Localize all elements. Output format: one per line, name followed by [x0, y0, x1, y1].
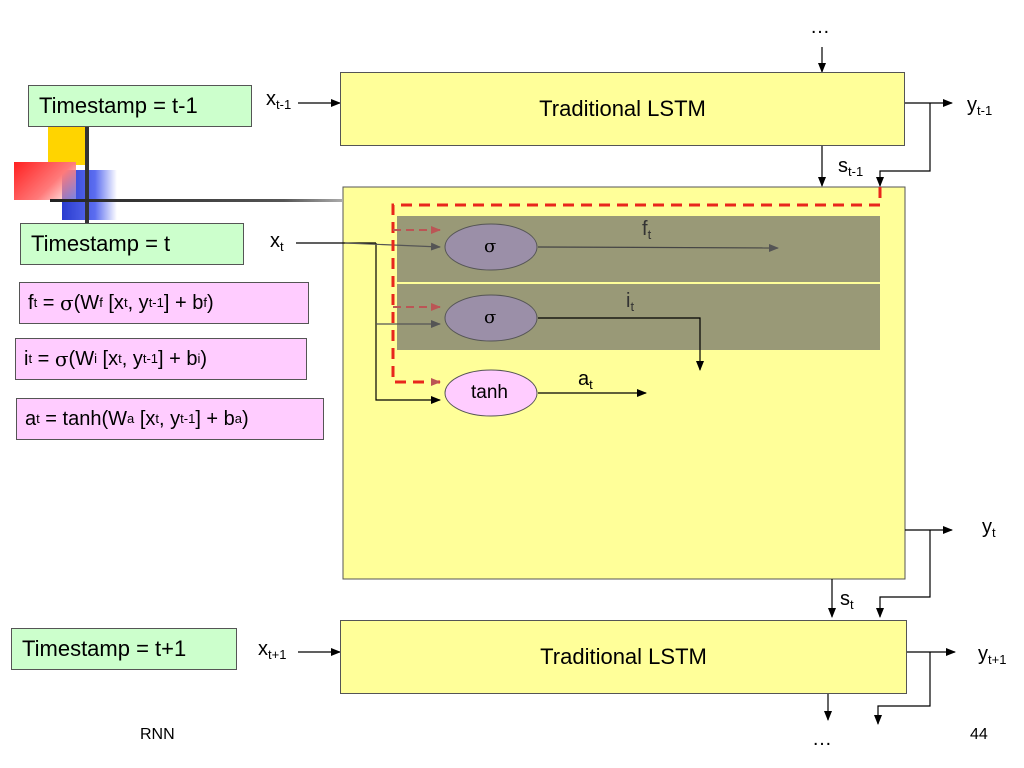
eq-f-args-b: , y: [127, 291, 149, 314]
lstm-cell-prev: Traditional LSTM: [340, 72, 905, 146]
logo-red-square: [14, 162, 76, 200]
eq-i-fn: σ: [54, 347, 69, 371]
logo-vertical-bar: [85, 127, 89, 225]
eq-f-eq: =: [37, 291, 60, 314]
timestamp-next-text: Timestamp = t+1: [22, 636, 187, 661]
eq-a-close: ): [242, 407, 249, 430]
s-prev-base: s: [838, 155, 848, 177]
eq-f-close: ): [206, 291, 214, 314]
output-y-current: yt: [982, 516, 996, 539]
x-prev-base: x: [266, 88, 276, 110]
f-base: f: [642, 218, 648, 240]
x-curr-sub: t: [280, 239, 284, 254]
lstm-next-label: Traditional LSTM: [540, 644, 707, 669]
input-x-prev: xt-1: [266, 88, 291, 111]
x-next-base: x: [258, 638, 268, 660]
s-curr-base: s: [840, 588, 850, 610]
timestamp-current-text: Timestamp = t: [31, 231, 171, 256]
timestamp-current: Timestamp = t: [20, 223, 244, 265]
i-sub: t: [630, 299, 635, 314]
y-curr-sub: t: [992, 525, 996, 540]
s-prev-sub: t-1: [848, 164, 864, 179]
eq-f-open: (W: [73, 291, 100, 314]
s-curr-sub: t: [850, 597, 854, 612]
y-next-sub: t+1: [988, 652, 1007, 667]
eq-f-args-c: ] + b: [163, 291, 204, 314]
footer-left-label: RNN: [140, 726, 175, 743]
eq-a-fn: tanh: [62, 407, 102, 430]
lstm-prev-label: Traditional LSTM: [539, 96, 706, 121]
tanh-ellipse: [444, 369, 538, 417]
timestamp-next: Timestamp = t+1: [11, 628, 237, 670]
y-prev-sub: t-1: [977, 103, 993, 118]
logo-horizontal-rule: [50, 199, 342, 202]
eq-a-eq: =: [39, 407, 63, 430]
x-curr-base: x: [270, 230, 280, 252]
eq-i-args-b: , y: [121, 347, 143, 370]
tanh-gate-label: tanh: [471, 382, 508, 403]
eq-i-open: (W: [68, 347, 95, 370]
forget-gate-ellipse: [444, 223, 538, 271]
eq-i-eq: =: [32, 347, 55, 370]
output-y-prev: yt-1: [967, 94, 992, 117]
eq-f-args-a: [x: [102, 291, 124, 314]
eq-a-args-c: ] + b: [195, 407, 235, 430]
eq-a-args-a: [x: [134, 407, 156, 430]
bottom-ellipsis: …: [812, 728, 832, 750]
y-curr-base: y: [982, 516, 992, 538]
a-sub: t: [589, 377, 593, 392]
input-x-current: xt: [270, 230, 284, 253]
gate-label-a: at: [578, 368, 593, 391]
lstm-cell-next: Traditional LSTM: [340, 620, 907, 694]
gate-label-i: it: [626, 290, 634, 313]
input-gate-sigma: σ: [484, 307, 497, 328]
f-sub: t: [647, 227, 652, 242]
eq-i-args-a: [x: [96, 347, 119, 370]
input-x-next: xt+1: [258, 638, 286, 661]
y-prev-base: y: [967, 94, 977, 116]
eq-f-fn: σ: [59, 291, 74, 315]
state-s-prev: st-1: [838, 155, 863, 178]
eq-a-open: (W: [101, 407, 128, 430]
input-gate-ellipse: [444, 294, 538, 342]
eq-i-close: ): [200, 347, 208, 370]
state-s-current: st: [840, 588, 854, 611]
timestamp-prev: Timestamp = t-1: [28, 85, 252, 127]
eq-i-args-c: ] + b: [158, 347, 198, 370]
logo-yellow-square: [48, 127, 86, 165]
eq-a-lhs: a: [25, 407, 37, 430]
i-base: i: [626, 290, 631, 312]
gate-label-f: ft: [642, 218, 651, 241]
forget-gate-sigma: σ: [484, 236, 497, 257]
top-ellipsis: …: [810, 16, 830, 38]
page-number: 44: [970, 726, 988, 743]
x-next-sub: t+1: [268, 647, 287, 662]
eq-a-args-b: , y: [159, 407, 181, 430]
y-next-base: y: [978, 643, 988, 665]
eq-f-lhs: f: [28, 291, 34, 314]
output-y-next: yt+1: [978, 643, 1006, 666]
eq-i-lhs: i: [24, 347, 29, 370]
timestamp-prev-text: Timestamp = t-1: [39, 93, 198, 118]
x-prev-sub: t-1: [276, 97, 292, 112]
a-base: a: [578, 368, 590, 390]
